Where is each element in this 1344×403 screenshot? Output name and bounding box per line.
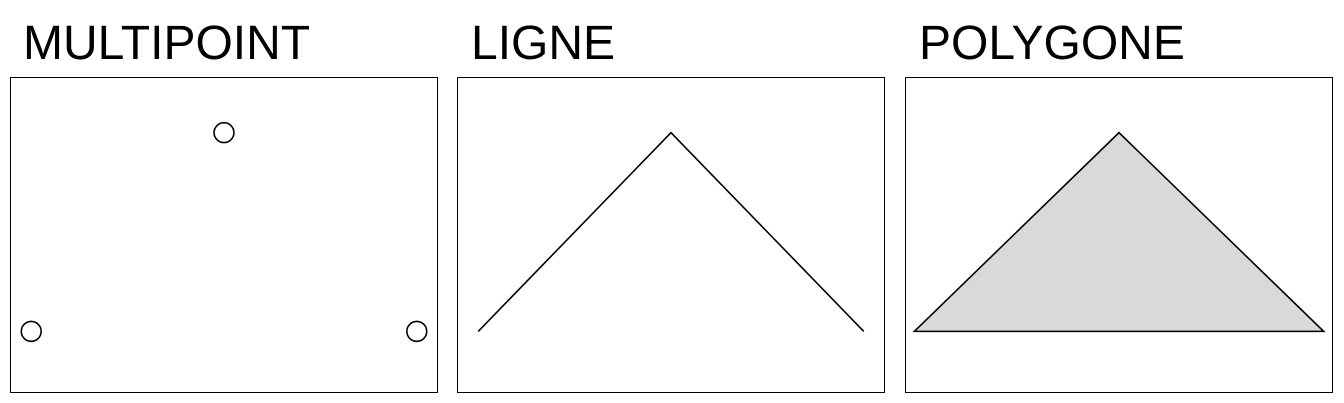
polygone-panel — [905, 77, 1333, 393]
point-marker-0 — [20, 320, 42, 343]
point-marker-2 — [406, 320, 428, 343]
polygone-plot — [912, 131, 1326, 333]
polygone-title: POLYGONE — [919, 17, 1185, 70]
ligne-panel — [457, 77, 885, 393]
line-path — [477, 131, 865, 332]
ligne-title: LIGNE — [471, 17, 616, 70]
ligne-plot — [477, 131, 865, 332]
polygon-shape — [912, 131, 1326, 333]
point-marker-1 — [213, 121, 235, 144]
multipoint-panel — [10, 77, 438, 393]
multipoint-title: MULTIPOINT — [23, 17, 311, 70]
multipoint-plot — [20, 121, 428, 343]
